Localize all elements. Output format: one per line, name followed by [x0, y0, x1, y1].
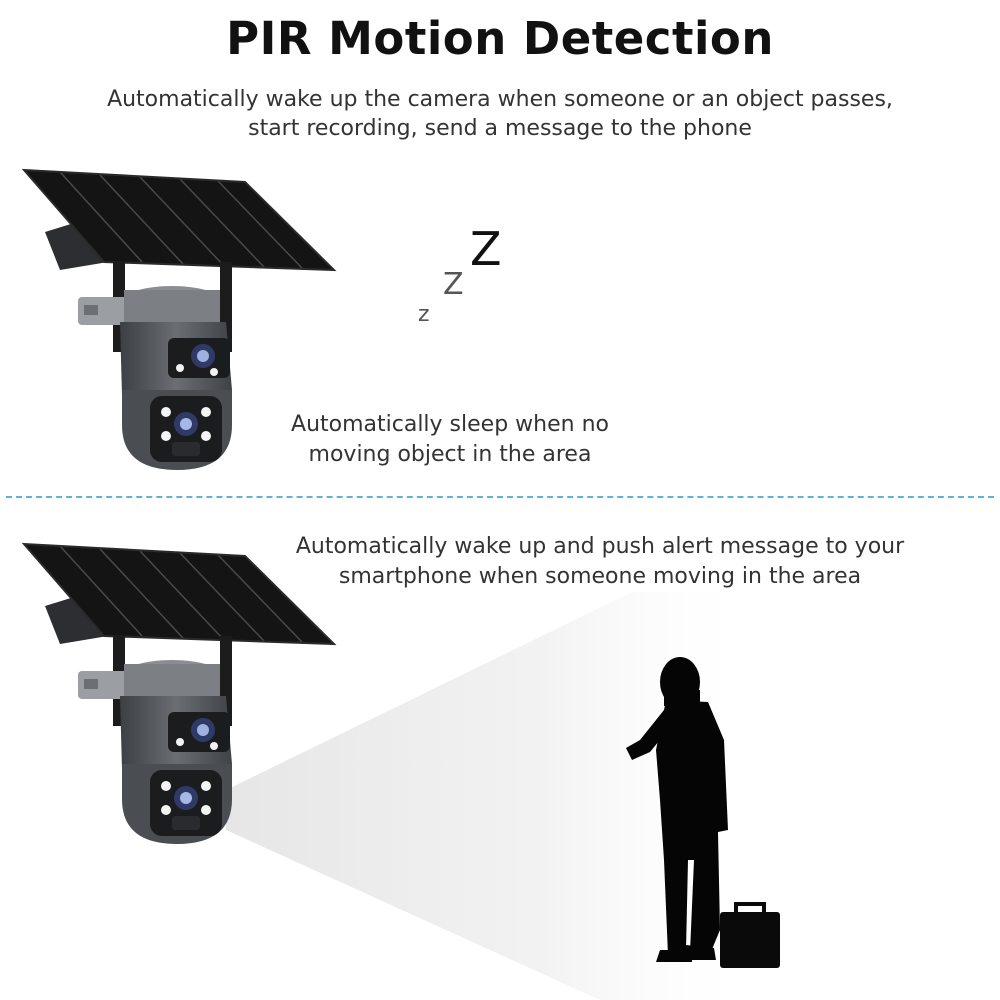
page-title: PIR Motion Detection	[226, 12, 774, 65]
subtitle: Automatically wake up the camera when so…	[107, 87, 893, 141]
detection-beam	[226, 592, 760, 1000]
sleep-z-large: Z	[470, 222, 502, 276]
person-silhouette-icon	[626, 657, 728, 962]
sleep-z-medium: Z	[443, 267, 464, 302]
sleep-z-small: z	[418, 302, 430, 327]
sleep-caption: Automatically sleep when no moving objec…	[291, 412, 609, 467]
briefcase-icon	[720, 902, 780, 968]
solar-camera-icon	[23, 169, 335, 471]
wake-caption: Automatically wake up and push alert mes…	[295, 534, 905, 589]
section-divider	[6, 496, 994, 498]
